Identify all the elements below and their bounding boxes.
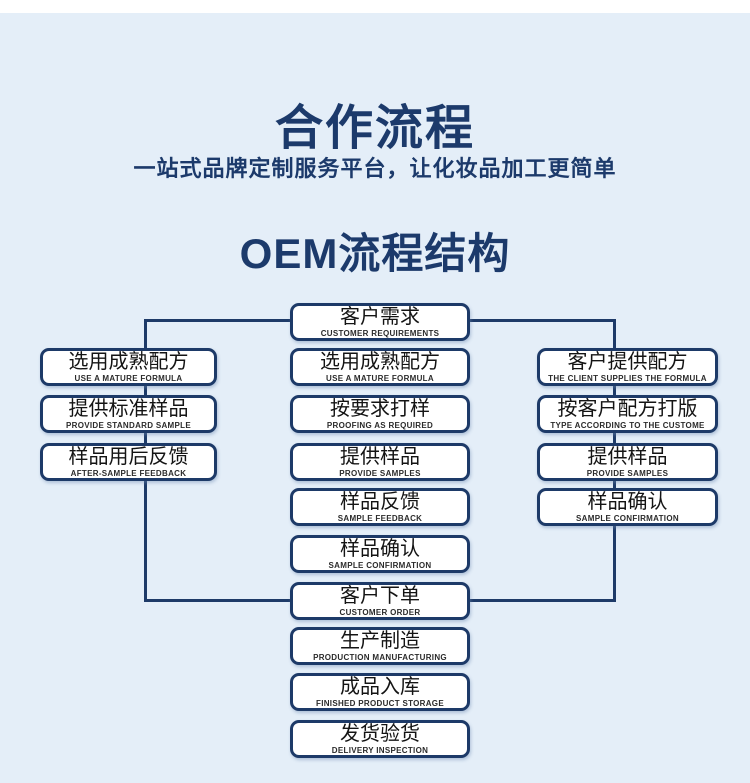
flow-node-sample-confirmation-center: 样品确认 SAMPLE CONFIRMATION	[290, 535, 470, 573]
flow-node-after-sample-feedback: 样品用后反馈 AFTER-SAMPLE FEEDBACK	[40, 443, 217, 481]
flow-node-label-en: AFTER-SAMPLE FEEDBACK	[70, 468, 187, 478]
section-title: OEM流程结构	[239, 230, 511, 277]
flow-node-label-en: SAMPLE FEEDBACK	[337, 513, 423, 523]
flow-node-label-zh: 按客户配方打版	[557, 397, 698, 420]
flow-node-label-en: CUSTOMER REQUIREMENTS	[320, 328, 440, 338]
flow-node-label-en: PROVIDE SAMPLES	[339, 468, 421, 478]
flow-node-proofing-as-required: 按要求打样 PROOFING AS REQUIRED	[290, 395, 470, 433]
flow-node-label-zh: 客户下单	[340, 584, 420, 607]
flow-node-label-en: DELIVERY INSPECTION	[331, 745, 429, 755]
flow-node-label-zh: 提供样品	[587, 445, 668, 468]
flow-node-use-mature-formula-left: 选用成熟配方 USE A MATURE FORMULA	[40, 348, 217, 386]
flow-node-label-zh: 客户需求	[340, 305, 420, 328]
flow-node-label-zh: 生产制造	[340, 629, 420, 652]
flow-node-label-zh: 提供标准样品	[68, 397, 189, 420]
flow-node-label-zh: 样品确认	[587, 490, 668, 513]
connector-top-right-horizontal	[469, 319, 616, 322]
flow-node-label-en: FINISHED PRODUCT STORAGE	[316, 698, 444, 708]
flow-node-provide-standard-sample: 提供标准样品 PROVIDE STANDARD SAMPLE	[40, 395, 217, 433]
flow-node-label-en: USE A MATURE FORMULA	[74, 373, 183, 383]
flow-node-label-en: PROOFING AS REQUIRED	[326, 420, 434, 430]
flow-node-label-en: THE CLIENT SUPPLIES THE FORMULA	[548, 373, 707, 383]
flow-node-type-according-to-customer: 按客户配方打版 TYPE ACCORDING TO THE CUSTOME	[537, 395, 718, 433]
flow-node-label-zh: 样品确认	[340, 537, 420, 560]
flow-node-provide-samples-center: 提供样品 PROVIDE SAMPLES	[290, 443, 470, 481]
flow-node-delivery-inspection: 发货验货 DELIVERY INSPECTION	[290, 720, 470, 758]
flow-node-label-zh: 发货验货	[340, 722, 420, 745]
flow-node-label-zh: 样品反馈	[340, 490, 420, 513]
flow-node-client-supplies-formula: 客户提供配方 THE CLIENT SUPPLIES THE FORMULA	[537, 348, 718, 386]
flow-node-label-en: USE A MATURE FORMULA	[326, 373, 434, 383]
flow-node-production-manufacturing: 生产制造 PRODUCTION MANUFACTURING	[290, 627, 470, 665]
flow-node-customer-requirements: 客户需求 CUSTOMER REQUIREMENTS	[290, 303, 470, 341]
page-title: 合作流程	[274, 102, 475, 155]
flow-node-label-en: SAMPLE CONFIRMATION	[328, 560, 432, 570]
flow-node-label-en: CUSTOMER ORDER	[339, 607, 421, 617]
flow-node-label-zh: 样品用后反馈	[68, 445, 189, 468]
flow-node-label-en: SAMPLE CONFIRMATION	[576, 513, 679, 523]
flow-node-label-en: PROVIDE STANDARD SAMPLE	[66, 420, 191, 430]
flow-node-sample-feedback: 样品反馈 SAMPLE FEEDBACK	[290, 488, 470, 526]
page-subtitle: 一站式品牌定制服务平台，让化妆品加工更简单	[133, 156, 617, 181]
flow-node-provide-samples-right: 提供样品 PROVIDE SAMPLES	[537, 443, 718, 481]
flow-node-label-en: PRODUCTION MANUFACTURING	[313, 652, 447, 662]
flow-node-label-zh: 选用成熟配方	[68, 350, 189, 373]
flow-node-label-zh: 选用成熟配方	[320, 350, 440, 373]
flow-node-finished-product-storage: 成品入库 FINISHED PRODUCT STORAGE	[290, 673, 470, 711]
flow-node-label-zh: 按要求打样	[330, 397, 430, 420]
flow-node-customer-order: 客户下单 CUSTOMER ORDER	[290, 582, 470, 620]
flow-node-label-zh: 客户提供配方	[567, 350, 688, 373]
flow-node-sample-confirmation-right: 样品确认 SAMPLE CONFIRMATION	[537, 488, 718, 526]
flow-node-label-zh: 提供样品	[340, 445, 420, 468]
connector-top-left-horizontal	[144, 319, 291, 322]
flow-node-use-mature-formula-center: 选用成熟配方 USE A MATURE FORMULA	[290, 348, 470, 386]
flow-node-label-en: TYPE ACCORDING TO THE CUSTOME	[550, 420, 705, 430]
flow-node-label-en: PROVIDE SAMPLES	[586, 468, 669, 478]
connector-bottom-left-horizontal	[144, 599, 291, 602]
flow-node-label-zh: 成品入库	[340, 675, 420, 698]
connector-bottom-right-horizontal	[469, 599, 616, 602]
